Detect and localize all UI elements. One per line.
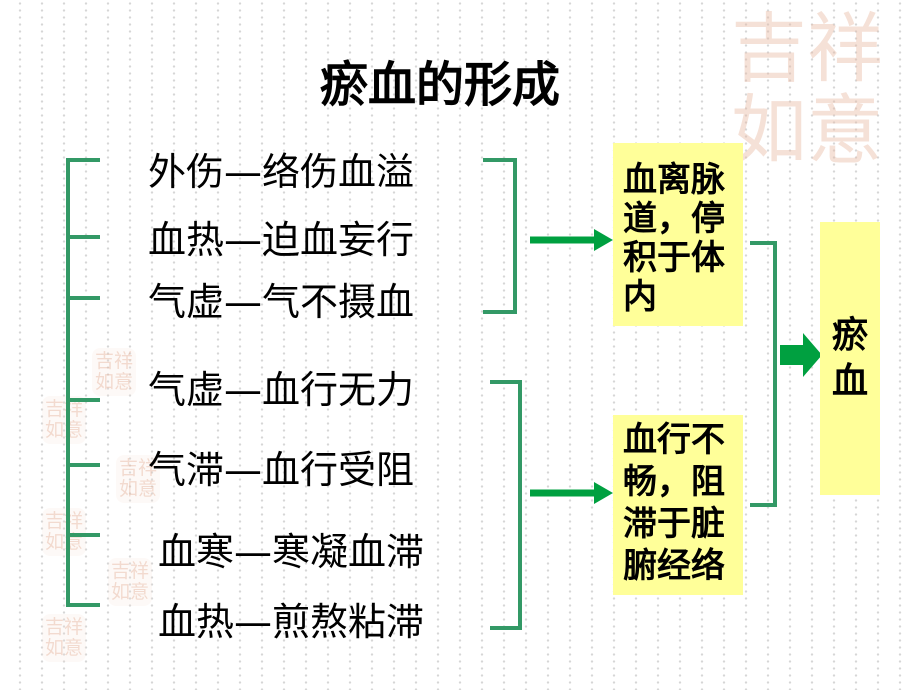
arrow-head bbox=[594, 482, 613, 504]
outcome-line: 血行不 bbox=[623, 420, 725, 460]
seal-stamp-large: 吉祥如意 bbox=[731, 4, 883, 175]
cause-item: 气虚—气不摄血 bbox=[148, 280, 415, 324]
outcome-line: 腑经络 bbox=[623, 546, 725, 586]
upper-group-bracket bbox=[483, 158, 517, 314]
outcome-merge-bracket bbox=[750, 241, 777, 507]
seal-stamp: 吉祥如意 bbox=[108, 558, 152, 606]
left-bracket bbox=[66, 158, 100, 607]
cause-item: 血热—煎熬粘滞 bbox=[158, 600, 425, 644]
cause-item: 外伤—络伤血溢 bbox=[148, 150, 415, 194]
arrow-upper-to-outcome bbox=[530, 229, 613, 251]
cause-item: 气虚—血行无力 bbox=[148, 368, 415, 412]
outcome-line: 血离脉 bbox=[623, 160, 725, 200]
result-box: 瘀 血 bbox=[820, 222, 880, 495]
result-line: 血 bbox=[831, 360, 868, 402]
seal-stamp: 吉祥如意 bbox=[42, 614, 86, 662]
cause-item: 血热—迫血妄行 bbox=[148, 218, 415, 262]
outcome-line: 道，停 bbox=[623, 199, 725, 239]
outcome-line: 滞于脏 bbox=[623, 504, 725, 544]
result-line: 瘀 bbox=[831, 314, 868, 356]
seal-stamp: 吉祥如意 bbox=[42, 396, 86, 444]
seal-stamp: 吉祥如意 bbox=[116, 455, 160, 503]
outcome-line: 内 bbox=[623, 277, 657, 317]
lower-group-bracket bbox=[490, 380, 522, 630]
seal-stamp: 吉祥如意 bbox=[92, 348, 136, 396]
block-arrow bbox=[780, 333, 822, 377]
outcome-line: 积于体 bbox=[623, 238, 725, 278]
cause-item: 气滞—血行受阻 bbox=[148, 448, 415, 492]
outcome-line: 畅，阻 bbox=[623, 462, 725, 502]
outcome-box-upper: 血离脉 道，停 积于体 内 bbox=[613, 143, 743, 326]
arrow-head bbox=[594, 229, 613, 251]
arrow-to-result bbox=[780, 333, 822, 377]
arrow-lower-to-outcome bbox=[530, 482, 613, 504]
slide-title: 瘀血的形成 bbox=[319, 57, 560, 113]
outcome-box-lower: 血行不 畅，阻 滞于脏 腑经络 bbox=[613, 415, 743, 595]
cause-item: 血寒—寒凝血滞 bbox=[158, 530, 425, 574]
